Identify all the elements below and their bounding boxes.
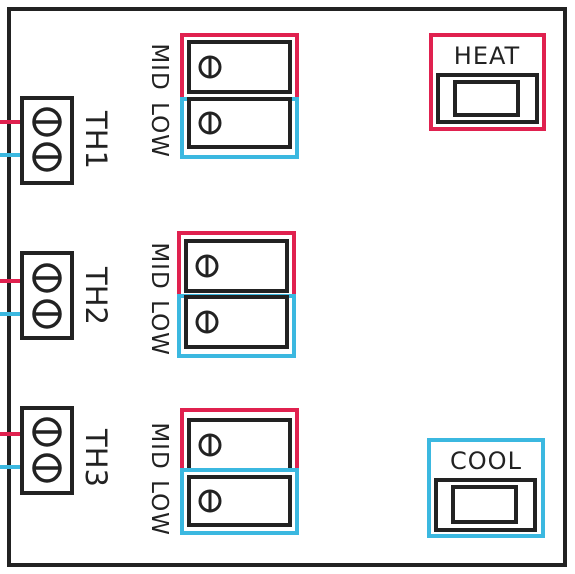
th3-low-label: LOW (146, 480, 172, 536)
screw-terminal-icon (32, 107, 62, 137)
th1-mid-label: MID (146, 43, 172, 90)
board-outline (7, 7, 567, 567)
screw-terminal-icon (32, 263, 62, 293)
relay-icon (187, 418, 292, 472)
th3-low-highlight (180, 468, 299, 535)
relay-icon (184, 295, 289, 349)
th3-group: TH3 MID LOW (0, 406, 299, 536)
relay-icon (187, 40, 292, 94)
th1-label: TH1 (79, 110, 113, 169)
screw-terminal-icon (32, 299, 62, 329)
relay-icon (187, 475, 292, 527)
heat-group: HEAT (429, 33, 546, 131)
relay-icon (187, 97, 292, 149)
switch-icon (436, 73, 539, 124)
th2-mid-label: MID (146, 242, 172, 289)
heat-highlight (429, 33, 546, 131)
th1-group: TH1 MID LOW (0, 33, 299, 185)
relay-icon (184, 239, 289, 293)
th1-low-label: LOW (146, 102, 172, 158)
cool-group: COOL (427, 438, 545, 538)
screw-terminal-icon (32, 142, 62, 172)
th3-mid-label: MID (146, 422, 172, 469)
heat-label: HEAT (454, 42, 520, 70)
th2-low-label: LOW (146, 300, 172, 356)
screw-terminal-icon (32, 453, 62, 483)
screw-terminal-icon (32, 417, 62, 447)
th2-label: TH2 (79, 266, 113, 325)
th3-label: TH3 (79, 428, 113, 487)
cool-label: COOL (450, 447, 522, 475)
cool-highlight (427, 438, 545, 538)
switch-icon (434, 478, 537, 532)
th2-group: TH2 MID LOW (0, 231, 296, 358)
